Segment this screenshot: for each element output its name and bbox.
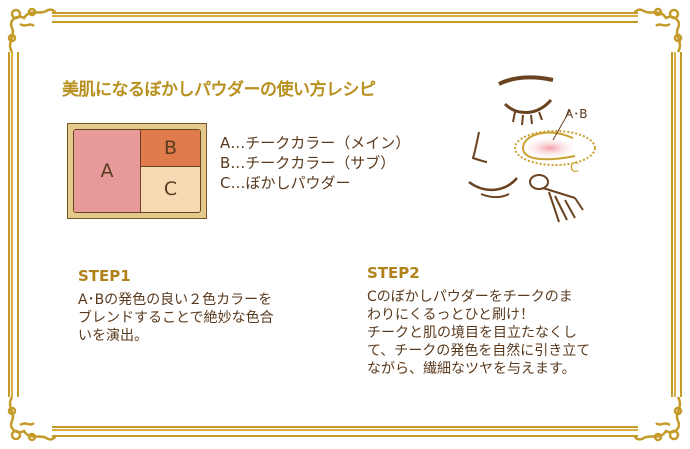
step2-line: わりにくるっとひと刷け！ bbox=[367, 307, 535, 323]
corner-ornament-icon bbox=[7, 7, 58, 53]
step1-line: A･Bの発色の良い２色カラーを bbox=[78, 292, 273, 308]
frame-top bbox=[52, 12, 638, 23]
step2-line: て、チークの発色を自然に引き立て bbox=[367, 343, 591, 359]
palette-legend: A…チークカラー（メイン） B…チークカラー（サブ） C…ぼかしパウダー bbox=[220, 133, 410, 193]
step1-heading: STEP1 bbox=[78, 267, 131, 285]
pan-c: C bbox=[141, 166, 200, 212]
frame-bottom bbox=[52, 426, 638, 437]
label-c: C bbox=[570, 161, 579, 176]
step2-line: Cのぼかしパウダーをチークのま bbox=[367, 289, 573, 305]
page-title: 美肌になるぼかしパウダーの使い方レシピ bbox=[62, 80, 376, 100]
step2: STEP2 Cのぼかしパウダーをチークのま わりにくるっとひと刷け！ チークと肌… bbox=[367, 264, 590, 378]
step2-line: チークと肌の境目を目立たなくし bbox=[367, 325, 577, 341]
pan-b: B bbox=[141, 130, 200, 167]
corner-ornament-icon bbox=[7, 396, 58, 442]
face-illustration: A･B C bbox=[468, 75, 596, 223]
corner-ornament-icon bbox=[632, 396, 683, 442]
corner-ornament-icon bbox=[632, 7, 683, 53]
palette-diagram: A B C bbox=[67, 123, 207, 219]
step2-heading: STEP2 bbox=[367, 264, 420, 282]
frame-right bbox=[671, 52, 682, 397]
step1: STEP1 A･Bの発色の良い２色カラーを ブレンドすることで絶妙な色合 いを演… bbox=[78, 267, 274, 345]
step1-line: ブレンドすることで絶妙な色合 bbox=[78, 310, 274, 326]
pan-a: A bbox=[74, 130, 141, 212]
legend-item: C…ぼかしパウダー bbox=[220, 174, 351, 192]
step2-line: ながら、繊細なツヤを与えます。 bbox=[367, 361, 576, 377]
legend-item: B…チークカラー（サブ） bbox=[220, 154, 396, 172]
label-ab: A･B bbox=[565, 107, 587, 121]
step1-line: いを演出。 bbox=[78, 328, 148, 344]
legend-item: A…チークカラー（メイン） bbox=[220, 134, 411, 152]
frame-left bbox=[8, 52, 19, 397]
